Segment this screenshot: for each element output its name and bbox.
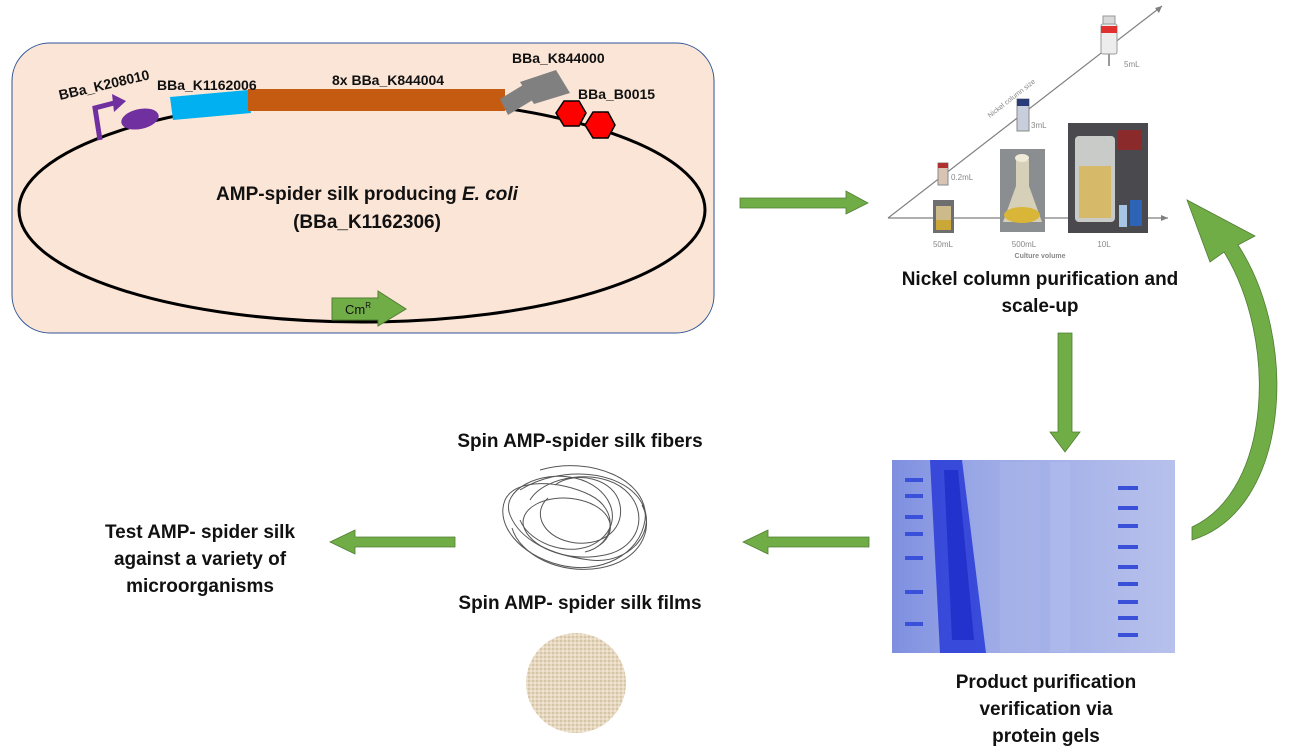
cterm-sequence-icon — [500, 70, 570, 115]
protein-gel-photo — [892, 460, 1175, 653]
cterm-label: BBa_K844000 — [512, 50, 605, 66]
silk-film-photo — [526, 633, 626, 733]
culture-volume-10l: 10L — [1097, 240, 1111, 249]
rbs-icon — [121, 108, 159, 130]
test-caption-line-1: Test AMP- spider silk — [104, 522, 296, 543]
column-size-3ml: 3mL — [1031, 121, 1047, 130]
column-size-02ml: 0.2mL — [951, 173, 974, 182]
gel-caption-line-1: Product purification — [955, 672, 1137, 693]
scaleup-caption-line-2: scale-up — [1001, 296, 1079, 317]
culture-volume-500ml: 500mL — [1012, 240, 1037, 249]
plasmid-title: AMP-spider silk producing E. coli — [216, 184, 519, 205]
gel-ladder-left — [905, 478, 923, 626]
culture-volume-50ml: 50mL — [933, 240, 954, 249]
test-caption: Test AMP- spider silk against a variety … — [60, 519, 340, 600]
resistance-label: CmR — [345, 301, 371, 317]
gel-caption-line-3: protein gels — [992, 726, 1100, 747]
culture-500ml-photo — [1000, 149, 1045, 232]
test-caption-line-2: against a variety of — [113, 549, 287, 570]
scaleup-caption: Nickel column purification and scale-up — [880, 266, 1200, 320]
axis-x-label: Culture volume — [1015, 253, 1066, 260]
arrow-to-products — [742, 529, 870, 555]
fibers-label: Spin AMP-spider silk fibers — [457, 431, 703, 452]
scaleup-chart: Nickel column size Culture volume 5mL 3m… — [887, 5, 1168, 260]
terminator-icon-1 — [555, 100, 587, 127]
arrow-to-test — [329, 529, 456, 555]
silk-fibers-drawing — [502, 465, 647, 570]
tag-label: BBa_K1162006 — [157, 77, 257, 93]
plasmid-panel: BBa_K208010 BBa_K1162006 8x BBa_K844004 … — [11, 42, 715, 334]
repeat-sequence-block — [248, 89, 505, 111]
column-02ml-icon — [937, 162, 949, 186]
test-caption-line-3: microorganisms — [126, 576, 274, 597]
arrow-feedback — [1186, 199, 1278, 541]
gel-caption: Product purification verification via pr… — [906, 669, 1186, 750]
column-3ml-icon — [1016, 98, 1030, 132]
scaleup-caption-line-1: Nickel column purification and — [901, 269, 1179, 290]
plasmid-subtitle: (BBa_K1162306) — [293, 212, 441, 233]
terminator-label: BBa_B0015 — [578, 86, 655, 102]
repeat-label: 8x BBa_K844004 — [332, 72, 444, 88]
culture-50ml-photo — [933, 200, 954, 233]
films-label: Spin AMP- spider silk films — [458, 593, 702, 614]
tag-sequence-block — [170, 90, 251, 120]
arrow-to-scaleup — [739, 190, 869, 215]
terminator-icon-2 — [584, 111, 616, 139]
culture-10l-photo — [1068, 123, 1148, 233]
gel-caption-line-2: verification via — [979, 699, 1113, 720]
column-5ml-icon — [1100, 15, 1118, 66]
column-size-5ml: 5mL — [1124, 60, 1140, 69]
gel-ladder-right — [1118, 486, 1138, 637]
arrow-to-gel — [1049, 332, 1081, 453]
resistance-arrow-icon — [331, 290, 407, 327]
promoter-icon — [92, 94, 126, 141]
